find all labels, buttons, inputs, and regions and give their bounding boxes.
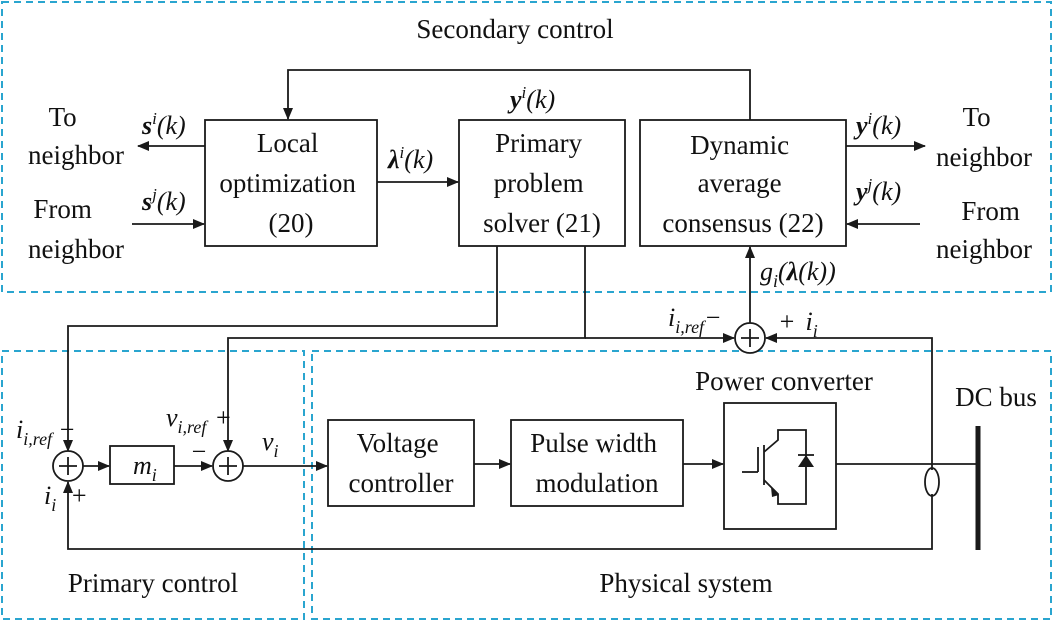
igbt-diode-icon — [742, 429, 814, 505]
primary-control-label: Primary control — [68, 568, 238, 598]
i-i-feedback-to-sum — [765, 333, 933, 470]
power-converter-block — [723, 402, 837, 530]
y-j-right-label: yj(k) — [853, 175, 901, 206]
local-optimization-block — [204, 119, 378, 247]
local-optimization-label: Local optimization (20) — [219, 128, 362, 238]
voltage-controller-block — [327, 419, 475, 507]
current-sensor-icon — [924, 467, 940, 497]
m-i-label: mi — [133, 451, 157, 485]
from-neighbor-left-label: From neighbor — [28, 194, 124, 264]
i-ref-top-label: ii,ref− — [668, 303, 722, 337]
dynamic-average-consensus-block — [639, 119, 847, 247]
i-i-label: ii+ — [44, 481, 88, 515]
dc-bus-label: DC bus — [955, 382, 1037, 412]
y-i-top-label: yi(k) — [507, 83, 555, 114]
g-i-label: gi(λ(k)) — [760, 257, 836, 291]
s-i-label: si(k) — [141, 109, 186, 140]
s-j-label: sj(k) — [141, 185, 186, 216]
i-i-feedback-line — [63, 481, 933, 550]
pwm-label: Pulse width modulation — [530, 428, 664, 498]
to-neighbor-right-label: To neighbor — [936, 102, 1032, 172]
v-ref-line — [223, 246, 586, 452]
i-ref-line — [63, 246, 498, 452]
voltage-controller-label: Voltage controller — [349, 428, 454, 498]
secondary-control-region — [1, 1, 1052, 293]
v-minus-sign: − — [190, 437, 208, 466]
lambda-i-label: λi(k) — [387, 143, 433, 174]
physical-system-label: Physical system — [599, 568, 772, 598]
primary-problem-solver-block — [458, 119, 626, 247]
dynamic-average-consensus-label: Dynamic average consensus (22) — [662, 130, 823, 238]
i-i-top-label: +ii — [778, 307, 818, 341]
primary-control-region — [1, 350, 305, 620]
to-neighbor-left-label: To neighbor — [28, 102, 124, 170]
secondary-control-label: Secondary control — [416, 14, 613, 44]
primary-problem-solver-label: Primary problem solver (21) — [483, 128, 601, 238]
i-ref-label: ii,ref− — [16, 415, 76, 449]
v-ref-label: vi,ref+ — [166, 403, 232, 437]
from-neighbor-right-label: From neighbor — [936, 196, 1032, 264]
droop-gain-block — [109, 445, 175, 485]
y-i-right-label: yi(k) — [853, 109, 901, 140]
pwm-block — [510, 419, 684, 507]
feedback-loop-arrow — [283, 69, 751, 120]
v-i-label: vi — [262, 427, 279, 461]
power-converter-label: Power converter — [695, 366, 873, 396]
